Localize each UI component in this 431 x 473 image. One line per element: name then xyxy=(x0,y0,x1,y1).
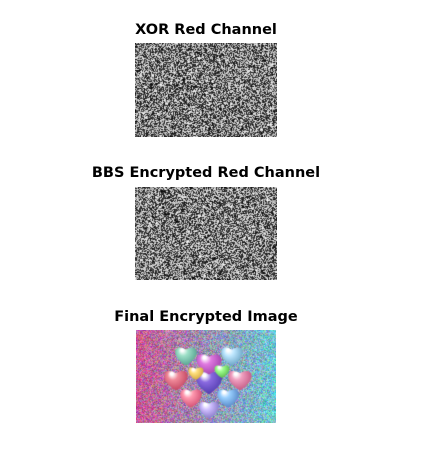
final-encrypted-image xyxy=(136,330,276,423)
xor-red-channel-title: XOR Red Channel xyxy=(135,22,277,38)
xor-red-channel-image xyxy=(135,43,277,137)
bbs-encrypted-red-channel-image xyxy=(135,187,277,280)
bbs-encrypted-red-channel-title: BBS Encrypted Red Channel xyxy=(91,165,321,181)
final-encrypted-image-title: Final Encrypted Image xyxy=(114,309,298,325)
